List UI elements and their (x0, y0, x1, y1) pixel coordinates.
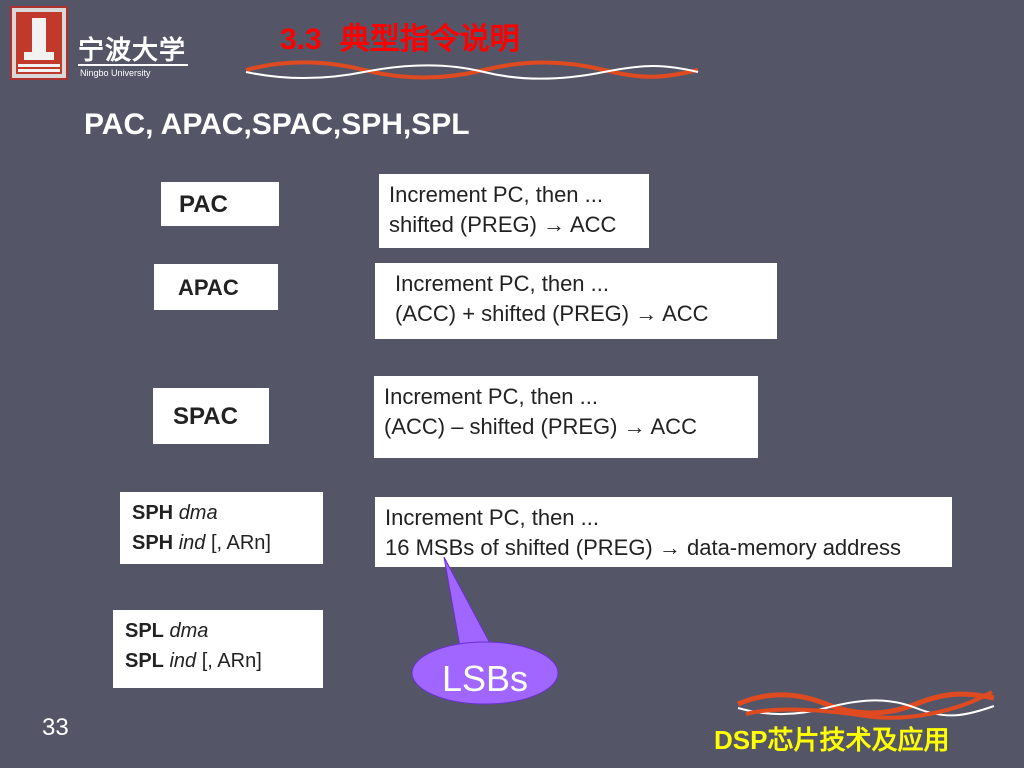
callout-text: LSBs (441, 658, 529, 699)
description-line: (ACC) – shifted (PREG) → ACC (384, 414, 697, 439)
syntax-line: SPL ind [, ARn] (125, 650, 262, 672)
mnemonic-pac: PAC (161, 182, 279, 226)
description-line: (ACC) + shifted (PREG) → ACC (395, 301, 709, 326)
description-line: Increment PC, then ... (385, 505, 599, 530)
page-number: 33 (42, 714, 69, 741)
instruction-list-heading: PAC, APAC,SPAC,SPH,SPL (84, 108, 470, 141)
description-line: 16 MSBs of shifted (PREG) → data-memory … (385, 535, 901, 560)
description-spac: Increment PC, then ... (ACC) – shifted (… (374, 376, 758, 458)
syntax-line: SPH dma (132, 502, 218, 524)
footer-wave-decoration (737, 690, 995, 720)
slide-title-text: 典型指令说明 (339, 23, 520, 56)
description-apac: Increment PC, then ... (ACC) + shifted (… (375, 263, 777, 339)
description-line: Increment PC, then ... (384, 384, 598, 409)
description-line: Increment PC, then ... (389, 182, 603, 207)
description-pac: Increment PC, then ... shifted (PREG) → … (379, 174, 649, 248)
university-logo: 宁波大学 Ningbo University (10, 6, 190, 84)
description-line: shifted (PREG) → ACC (389, 212, 617, 237)
syntax-line: SPL dma (125, 620, 209, 642)
course-footer: DSP芯片技术及应用 (714, 725, 950, 755)
title-wave-decoration (245, 60, 699, 80)
mnemonic-apac: APAC (154, 264, 278, 310)
logo-name-cn: 宁波大学 (78, 36, 187, 66)
university-emblem-icon (10, 6, 68, 80)
lsbs-callout: LSBs (410, 640, 560, 706)
logo-rule (78, 64, 188, 66)
slide-title-number: 3.3 (280, 23, 322, 56)
slide-title: 3.3 典型指令说明 (280, 14, 520, 58)
syntax-spl: SPL dma SPL ind [, ARn] (113, 610, 323, 688)
logo-name-en: Ningbo University (80, 68, 151, 78)
syntax-line: SPH ind [, ARn] (132, 532, 271, 554)
mnemonic-spac: SPAC (153, 388, 269, 444)
description-sph: Increment PC, then ... 16 MSBs of shifte… (375, 497, 952, 567)
syntax-sph: SPH dma SPH ind [, ARn] (120, 492, 323, 564)
description-line: Increment PC, then ... (395, 271, 609, 296)
callout-bubble (411, 641, 559, 705)
